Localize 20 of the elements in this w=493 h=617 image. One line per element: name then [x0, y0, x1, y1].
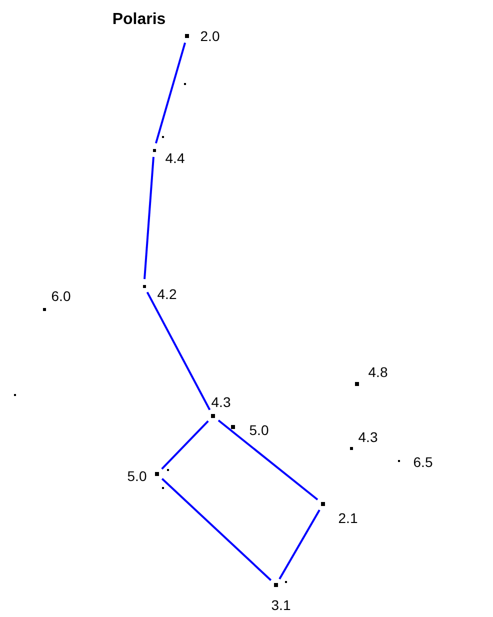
magnitude-label: 4.3 [211, 395, 231, 409]
magnitude-label: 2.0 [200, 29, 220, 43]
magnitude-label: 5.0 [249, 423, 269, 437]
magnitude-label: 6.0 [51, 289, 71, 303]
constellation-line [218, 420, 318, 500]
constellation-line [161, 420, 209, 470]
magnitude-label: 4.2 [157, 287, 177, 301]
constellation-line [146, 292, 211, 410]
magnitude-label: 4.8 [368, 365, 388, 379]
magnitude-label: 4.4 [165, 151, 185, 165]
magnitude-label: 2.1 [338, 511, 358, 525]
magnitude-label: 5.0 [127, 469, 147, 483]
constellation-line [154, 42, 186, 144]
magnitude-label: 3.1 [271, 598, 291, 612]
constellation-line [161, 478, 272, 581]
magnitude-label: 4.3 [358, 430, 378, 444]
magnitude-label: 6.5 [413, 455, 433, 469]
star-name: Polaris [112, 12, 166, 28]
constellation-line [144, 156, 154, 280]
constellation-line [278, 510, 320, 580]
